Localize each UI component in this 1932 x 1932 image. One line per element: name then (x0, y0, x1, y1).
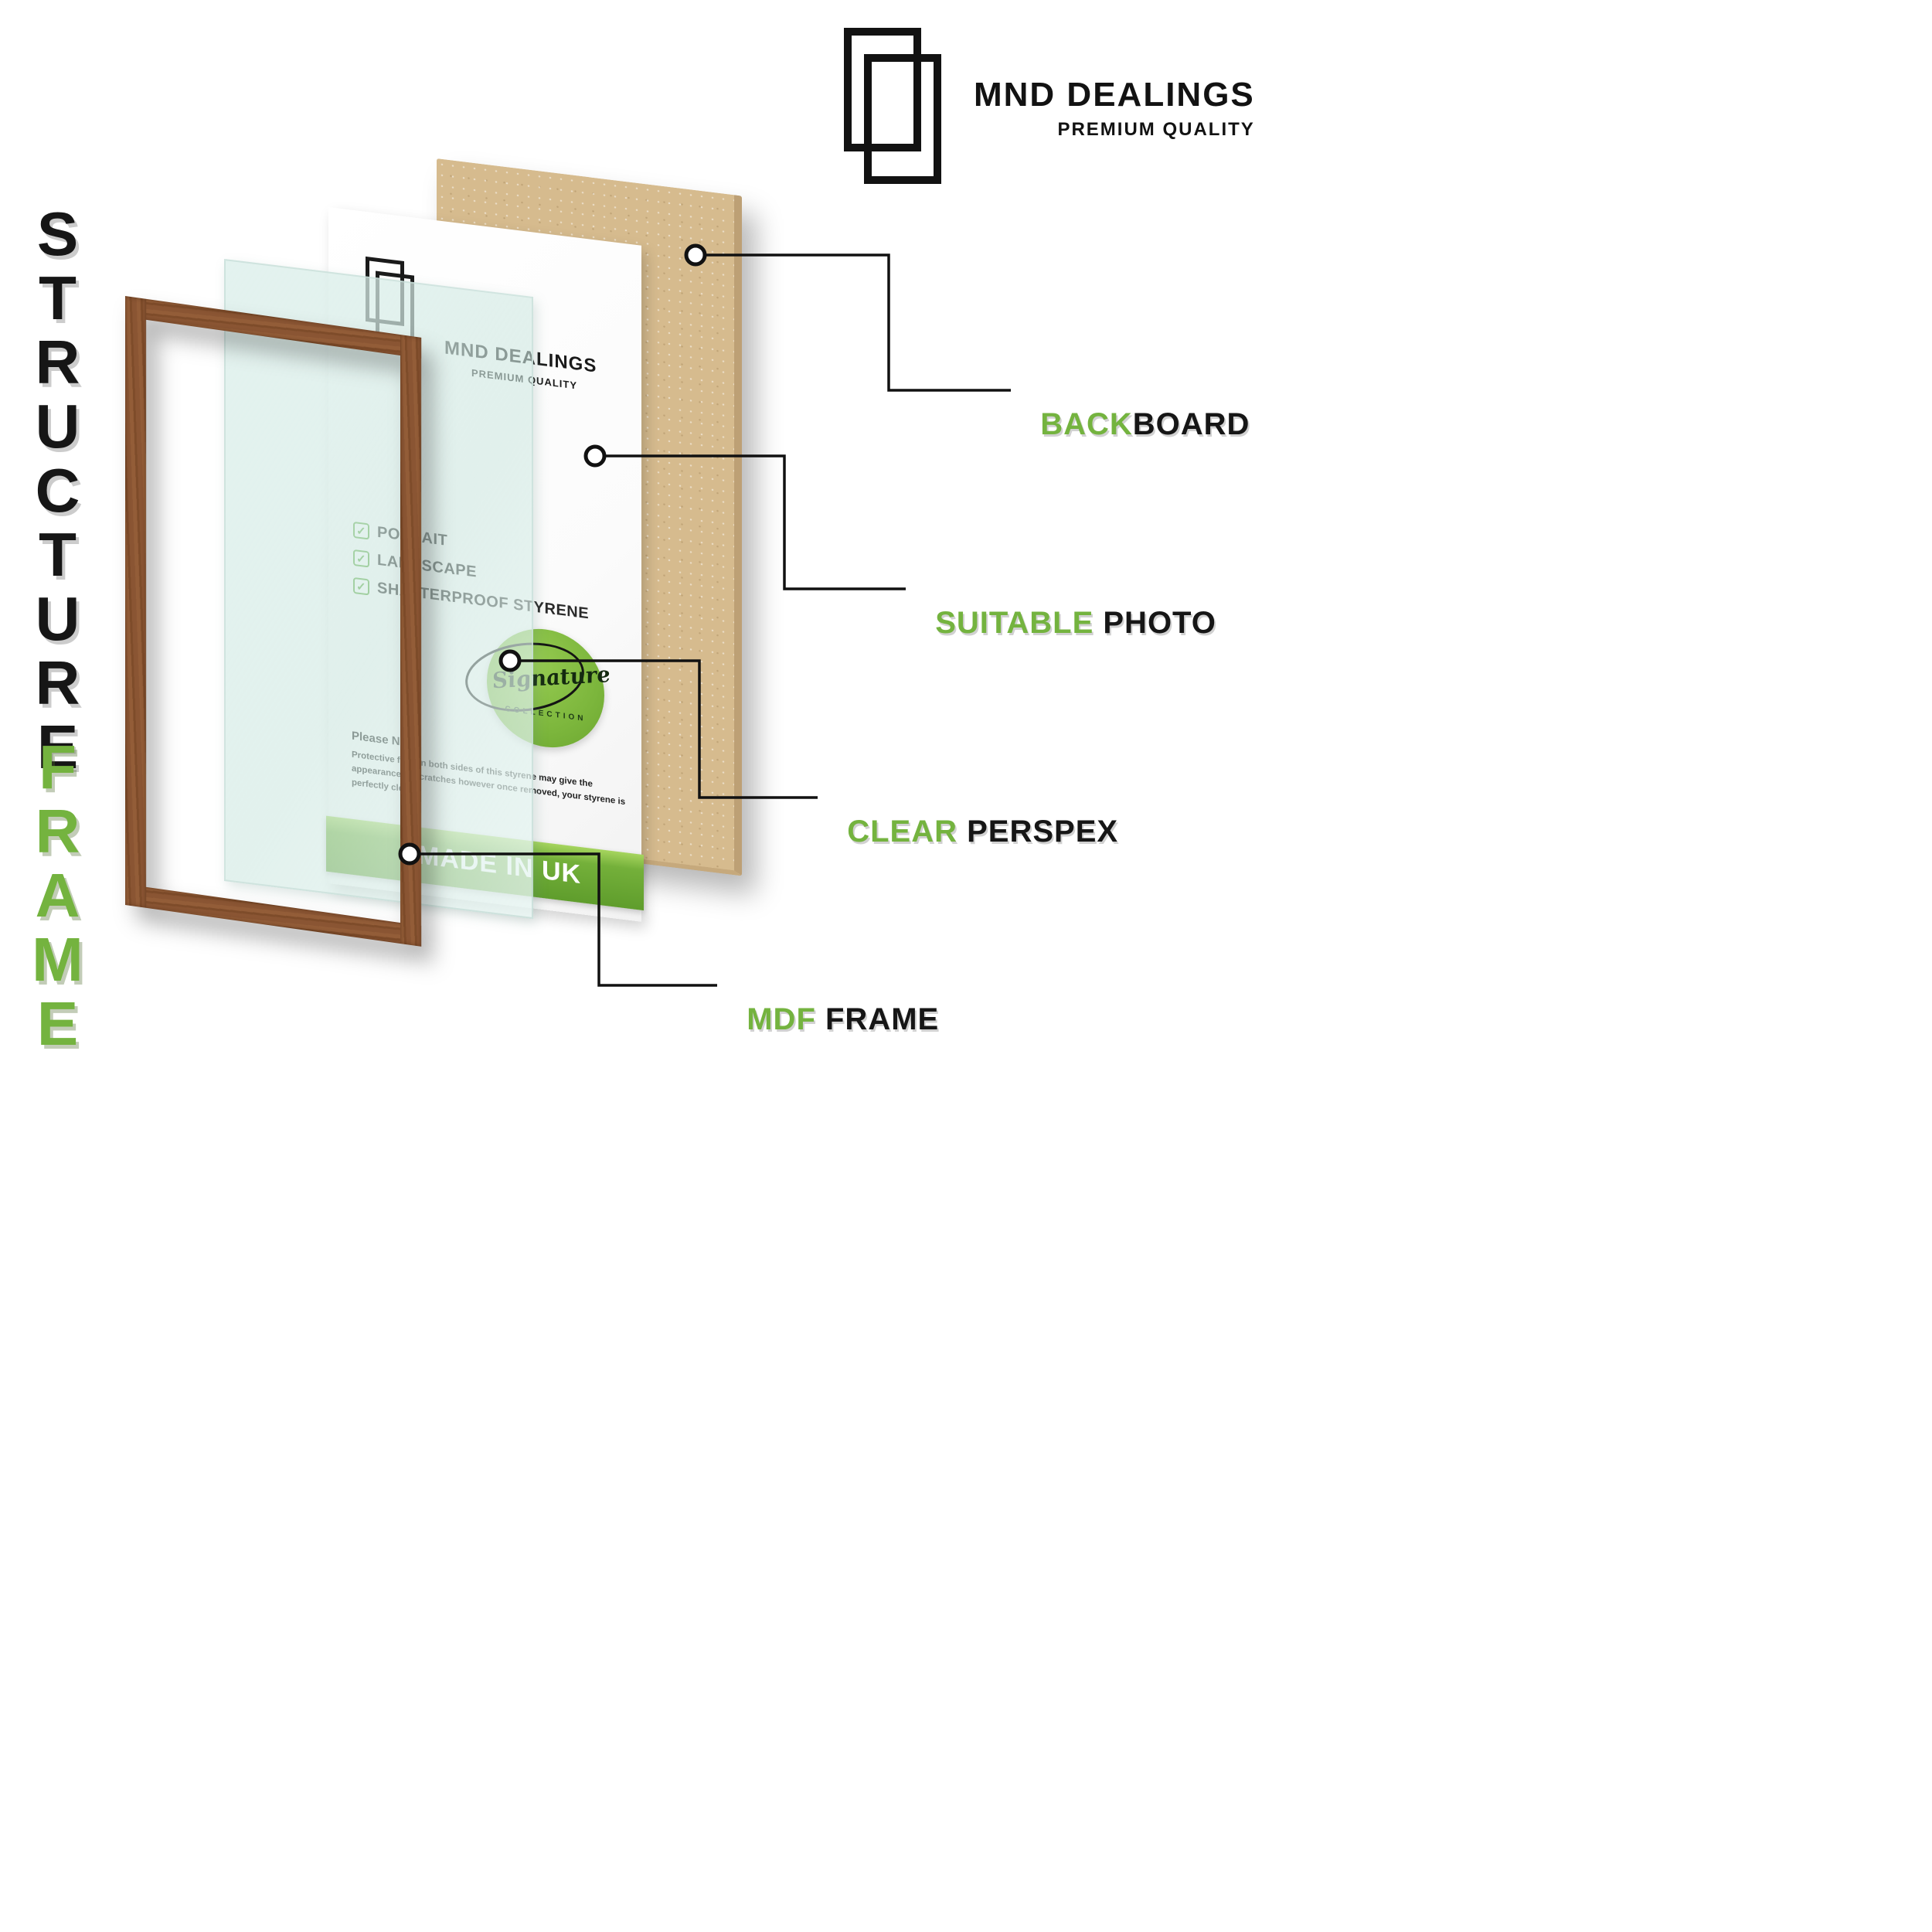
label-backboard: BACKBOARD (1022, 372, 1250, 442)
callout-line-backboard (696, 253, 1011, 392)
frame-bar-right (400, 335, 421, 947)
brand-logo-frame-icon (844, 28, 954, 192)
frame-bar-left (125, 296, 146, 908)
logo-rect-inner (864, 54, 941, 184)
label-perspex-accent: CLEAR (847, 815, 958, 849)
brand-tagline: PREMIUM QUALITY (1057, 119, 1255, 140)
label-mdf-accent: MDF (747, 1002, 816, 1036)
label-photo-rest: PHOTO (1094, 606, 1216, 640)
wood-frame-layer (125, 296, 421, 947)
vertical-title-structure: STRUCTURE (23, 199, 92, 777)
label-photo-accent: SUITABLE (935, 606, 1094, 640)
label-backboard-accent: BACK (1040, 407, 1133, 441)
logo-rect-outer (844, 28, 921, 151)
brand-header: MND DEALINGS PREMIUM QUALITY (844, 28, 1255, 192)
frame-bar-bottom (125, 884, 421, 947)
brand-name: MND DEALINGS (974, 76, 1255, 114)
label-backboard-rest: BOARD (1132, 407, 1250, 441)
label-mdf-rest: FRAME (815, 1002, 940, 1036)
label-clear-perspex: CLEAR PERSPEX (828, 780, 1118, 849)
brand-text: MND DEALINGS PREMIUM QUALITY (974, 76, 1255, 141)
label-perspex-rest: PERSPEX (957, 815, 1119, 849)
label-mdf-frame: MDF FRAME (728, 968, 939, 1037)
vertical-title-frame: FRAME (23, 733, 92, 1053)
label-suitable-photo: SUITABLE PHOTO (917, 571, 1216, 641)
